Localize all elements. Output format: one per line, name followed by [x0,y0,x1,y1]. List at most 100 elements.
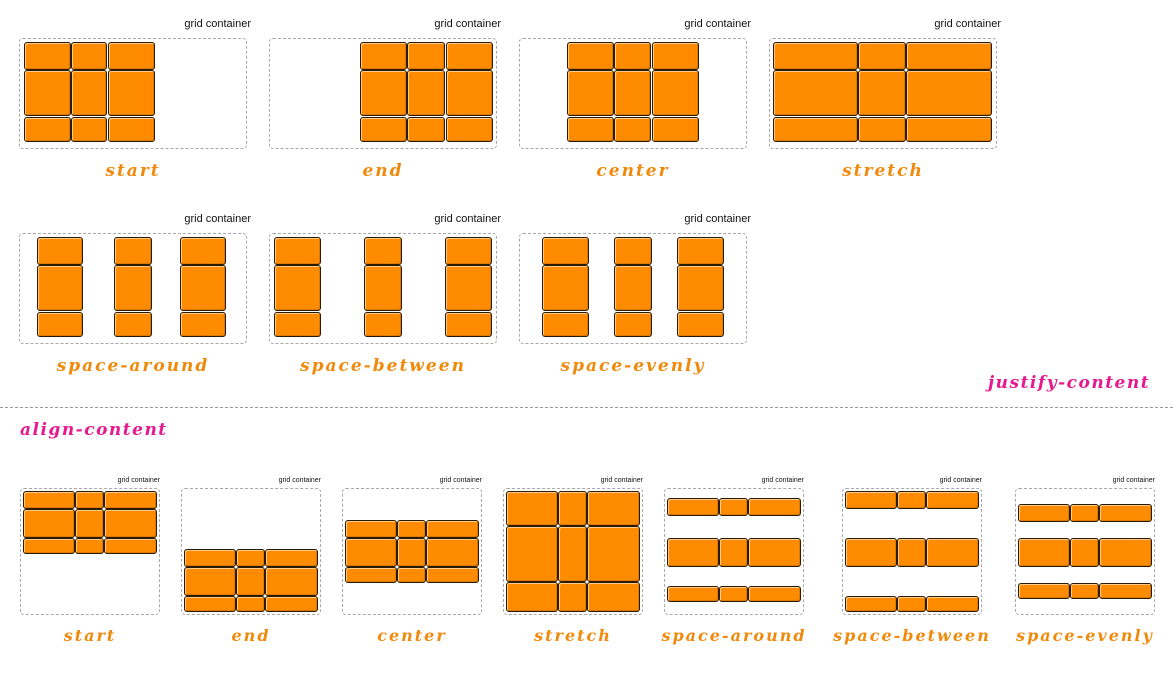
align-3-caption: center [377,626,447,645]
align-7-cell-r1-c2 [1070,504,1099,522]
justify-4-cell-r3-c2 [858,117,906,142]
justify-2-cell-r2-c2 [407,70,445,116]
justify-2-caption: end [362,161,404,181]
align-7-cell-r3-c1 [1018,583,1070,599]
align-1-cell-r2-c2 [75,509,104,538]
justify-5-cell-r3-c2 [114,312,152,337]
align-6-cell-r3-c2 [897,596,926,612]
justify-2-cell-r1-c2 [407,42,445,70]
justify-6-cell-r3-c1 [274,312,321,337]
justify-3-cell-r3-c1 [567,117,614,142]
align-7-cell-r2-c1 [1018,538,1070,567]
justify-2-cell-r1-c3 [446,42,493,70]
align-2-cell-r1-c2 [236,549,265,567]
justify-7-cell-r1-c2 [614,237,652,265]
align-7-cell-r1-c1 [1018,504,1070,522]
align-6-cell-r2-c1 [845,538,897,567]
align-2-cell-r3-c2 [236,596,265,612]
align-2-cell-r1-c1 [184,549,236,567]
align-6-cell-r2-c3 [926,538,979,567]
justify-7-cell-r1-c3 [677,237,724,265]
justify-5-cell-r1-c2 [114,237,152,265]
justify-3-container-label: grid container [684,18,751,30]
align-6-cell-r3-c1 [845,596,897,612]
align-5-cell-r2-c3 [748,538,801,567]
align-4-container-label: grid container [600,477,643,484]
justify-1-cell-r1-c1 [24,42,71,70]
justify-2-cell-r1-c1 [360,42,407,70]
align-3-cell-r3-c2 [397,567,426,583]
align-1-container-label: grid container [117,477,160,484]
justify-3-cell-r1-c2 [614,42,651,70]
justify-5-cell-r2-c1 [37,265,83,311]
align-1-cell-r1-c2 [75,491,104,509]
align-3-cell-r1-c1 [345,520,397,538]
align-1-cell-r2-c1 [23,509,75,538]
align-6-container-label: grid container [939,477,982,484]
justify-6-cell-r1-c3 [445,237,492,265]
justify-1-cell-r3-c3 [108,117,155,142]
justify-1-grid-container [19,38,247,149]
justify-4-cell-r2-c1 [773,70,858,116]
justify-6-container-label: grid container [434,213,501,225]
align-6-cell-r1-c2 [897,491,926,509]
justify-6-cell-r3-c2 [364,312,402,337]
align-5-cell-r2-c1 [667,538,719,567]
align-7-cell-r3-c2 [1070,583,1099,599]
justify-4-cell-r3-c3 [906,117,992,142]
justify-5-cell-r3-c3 [180,312,226,337]
justify-6-caption: space-between [300,356,466,376]
align-7-cell-r3-c3 [1099,583,1152,599]
justify-2-cell-r3-c2 [407,117,445,142]
align-2-grid-container [181,488,321,615]
align-1-grid-container [20,488,160,615]
align-6-cell-r2-c2 [897,538,926,567]
justify-content-heading: justify-content [988,373,1151,393]
align-7-grid-container [1015,488,1155,615]
justify-2-grid-container [269,38,497,149]
justify-4-container-label: grid container [934,18,1001,30]
align-3-cell-r1-c2 [397,520,426,538]
justify-1-container-label: grid container [184,18,251,30]
justify-4-cell-r3-c1 [773,117,858,142]
align-6-cell-r1-c1 [845,491,897,509]
align-1-cell-r3-c2 [75,538,104,554]
justify-3-cell-r2-c2 [614,70,651,116]
align-4-cell-r3-c1 [506,582,558,612]
justify-7-cell-r2-c1 [542,265,589,311]
align-4-caption: stretch [534,626,612,645]
justify-6-cell-r1-c2 [364,237,402,265]
align-4-cell-r1-c1 [506,491,558,526]
justify-7-caption: space-evenly [560,356,706,376]
align-4-cell-r2-c3 [587,526,640,582]
justify-6-cell-r2-c3 [445,265,492,311]
justify-1-cell-r3-c2 [71,117,107,142]
justify-4-cell-r1-c2 [858,42,906,70]
align-5-caption: space-around [661,626,807,645]
align-3-cell-r3-c1 [345,567,397,583]
align-5-container-label: grid container [761,477,804,484]
align-2-cell-r2-c3 [265,567,318,596]
justify-1-cell-r2-c2 [71,70,107,116]
justify-7-container-label: grid container [684,213,751,225]
align-2-container-label: grid container [278,477,321,484]
justify-2-cell-r2-c1 [360,70,407,116]
align-7-cell-r2-c3 [1099,538,1152,567]
align-5-cell-r1-c1 [667,498,719,516]
justify-1-cell-r1-c3 [108,42,155,70]
align-6-caption: space-between [833,626,991,645]
justify-4-cell-r2-c3 [906,70,992,116]
justify-7-cell-r3-c2 [614,312,652,337]
justify-2-container-label: grid container [434,18,501,30]
justify-6-grid-container [269,233,497,344]
justify-3-cell-r3-c2 [614,117,651,142]
align-5-cell-r3-c3 [748,586,801,602]
justify-3-cell-r2-c1 [567,70,614,116]
justify-4-cell-r1-c3 [906,42,992,70]
justify-1-cell-r1-c2 [71,42,107,70]
justify-6-cell-r3-c3 [445,312,492,337]
align-3-grid-container [342,488,482,615]
align-4-cell-r3-c3 [587,582,640,612]
justify-6-cell-r2-c2 [364,265,402,311]
align-2-cell-r2-c2 [236,567,265,596]
